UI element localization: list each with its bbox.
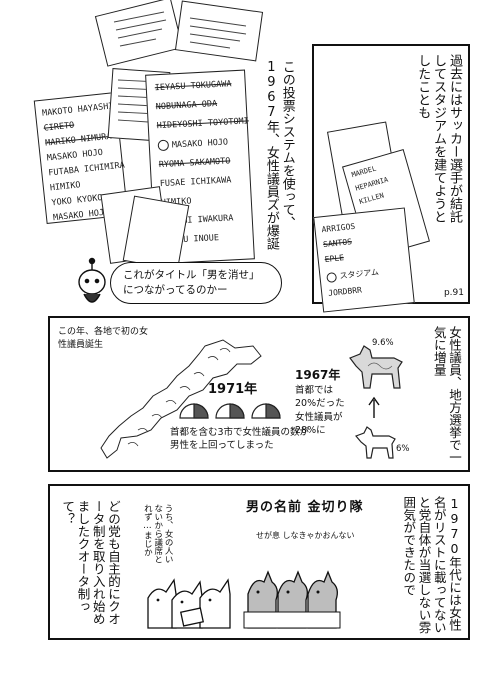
- page-number: p.91: [443, 288, 464, 298]
- panel1-narration: この投票システムを使って、1967年、女性議員ズが爆誕: [263, 60, 295, 250]
- ballot-line: SANTOS: [322, 237, 353, 250]
- increase-arrow-icon: [368, 396, 380, 418]
- protesting-horses: [243, 570, 341, 629]
- year-1967: 1967年: [295, 368, 341, 382]
- panel2-narration: 過去にはサッカー選手が結託してスタジアムを建てようとしたことも: [415, 54, 462, 223]
- text-1967: 首都では20%だった女性議員が28%に: [295, 385, 345, 436]
- ballot-line: ARRIGOS: [321, 221, 356, 235]
- horse-map-illustration: [100, 339, 262, 459]
- ballot-paper-front: ARRIGOS SANTOS EPLE スタジアム JORDBRR: [313, 207, 415, 313]
- year-1971: 1971年: [208, 382, 258, 397]
- panel3-caption: この年、各地で初の女性議員誕生: [58, 327, 149, 350]
- circle-mark: [157, 139, 170, 152]
- paper-scribbles: [113, 11, 247, 49]
- dala-horse-small-icon: [354, 426, 396, 459]
- ballot-line: スタジアム: [326, 264, 405, 283]
- before-percent: 6%: [396, 444, 410, 454]
- ballot-line: HIDEYOSHI TOYOTOMI: [156, 116, 250, 132]
- whisper-text: うち、女の人いないから議席とれず…まじか: [142, 504, 174, 564]
- ballot-line: NOBUNAGA ODA: [155, 99, 218, 113]
- text-1971: 首都を含む3市で女性議員の数が男性を上回ってしまった: [170, 427, 310, 452]
- sign-subtitle: せが息 しなきゃかおんない: [256, 531, 355, 540]
- circle-mark: [326, 271, 338, 283]
- ballot-line: RYOMA SAKAMOTO: [158, 156, 231, 171]
- speech-bubble: これがタイトル「男を消せ」につながってるのかー: [110, 262, 282, 304]
- loose-paper: [122, 195, 190, 271]
- ballot-line: FUSAE ICHIKAWA: [159, 175, 232, 190]
- panel4-narration-right: 1970年代には女性名がリストに載ってないと党自体が当選しない雰囲気ができたので: [401, 496, 462, 634]
- whispering-characters: [147, 578, 231, 629]
- after-percent: 9.6%: [372, 338, 394, 348]
- panel4-narration-left: どの党も自主的にクオータ制を取り入れ始めましたクオータ制って？: [60, 500, 121, 625]
- ballot-line: EPLE: [324, 253, 345, 265]
- paper-scribbles: [117, 79, 161, 123]
- dala-horse-large-icon: [349, 345, 403, 389]
- ballot-line: IEYASU TOKUGAWA: [154, 79, 232, 94]
- panel3-narration: 女性議員、地方選挙で一気に増量: [431, 326, 462, 464]
- speech-text: これがタイトル「男を消せ」につながってるのかー: [123, 269, 260, 297]
- sign-title: 男の名前 金切り隊: [246, 500, 364, 515]
- panel-4: どの党も自主的にクオータ制を取り入れ始めましたクオータ制って？ うち、女の人いな…: [48, 484, 470, 640]
- mascot-character: [78, 257, 106, 303]
- panel-2: MARDEL HEPARNIA KILLEN ARRIGOS SANTOS EP…: [312, 44, 470, 313]
- ballot-line: MASAKO HOJO: [157, 136, 240, 152]
- city-pie-icons: [179, 403, 281, 419]
- ballot-line: JORDBRR: [327, 285, 363, 298]
- panel-3: この年、各地で初の女性議員誕生 1971年 首都を含む3市で女性議員の数が男性を…: [48, 316, 470, 472]
